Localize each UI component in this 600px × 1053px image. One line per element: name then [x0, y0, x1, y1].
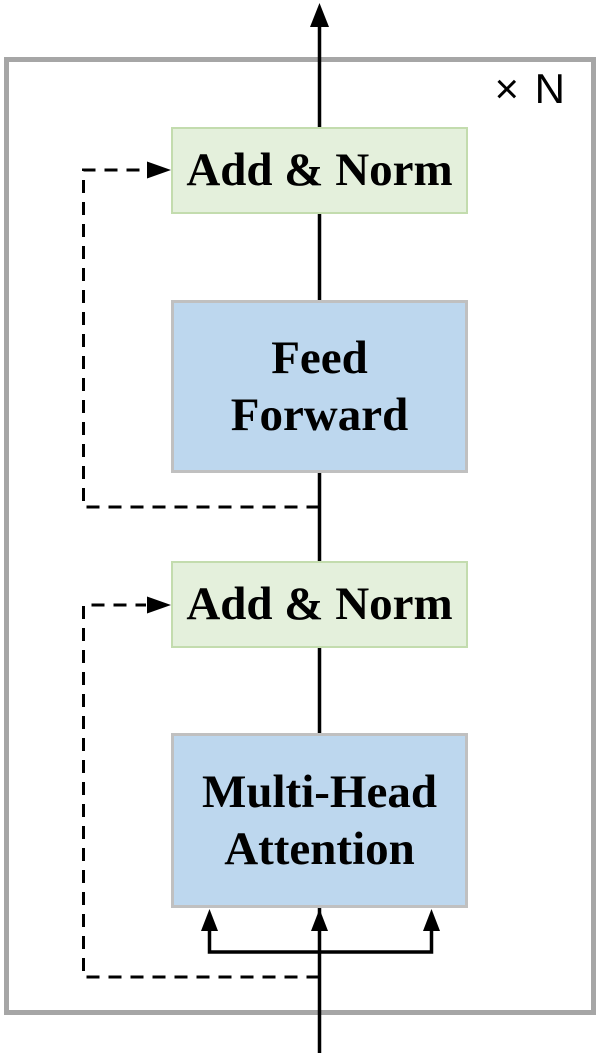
multi-head-attention-label: Multi-Head Attention [202, 766, 437, 875]
fan-center-arrow-up-icon [311, 909, 328, 931]
feed-forward-label: Feed Forward [230, 332, 409, 441]
add-norm-bottom-label: Add & Norm [186, 578, 453, 631]
residual-feed-forward-dashed-line [82, 168, 320, 509]
fan-left-arrow-up-icon [201, 909, 218, 931]
add-norm-top-box: Add & Norm [171, 127, 468, 214]
repeat-count-label: × N [494, 65, 567, 112]
output-arrow-up-icon [310, 3, 329, 27]
add-norm-bottom-box: Add & Norm [171, 561, 468, 648]
residual-attention-dashed-line [82, 603, 320, 979]
add-norm-top-label: Add & Norm [186, 144, 453, 197]
residual-top-arrow-right-icon [147, 161, 171, 179]
feed-forward-box: Feed Forward [171, 300, 468, 473]
multi-head-attention-box: Multi-Head Attention [171, 733, 468, 908]
attention-input-fan-line [207, 926, 434, 954]
residual-bottom-arrow-right-icon [147, 596, 171, 614]
encoder-frame [4, 57, 596, 1015]
fan-right-arrow-up-icon [423, 909, 440, 931]
